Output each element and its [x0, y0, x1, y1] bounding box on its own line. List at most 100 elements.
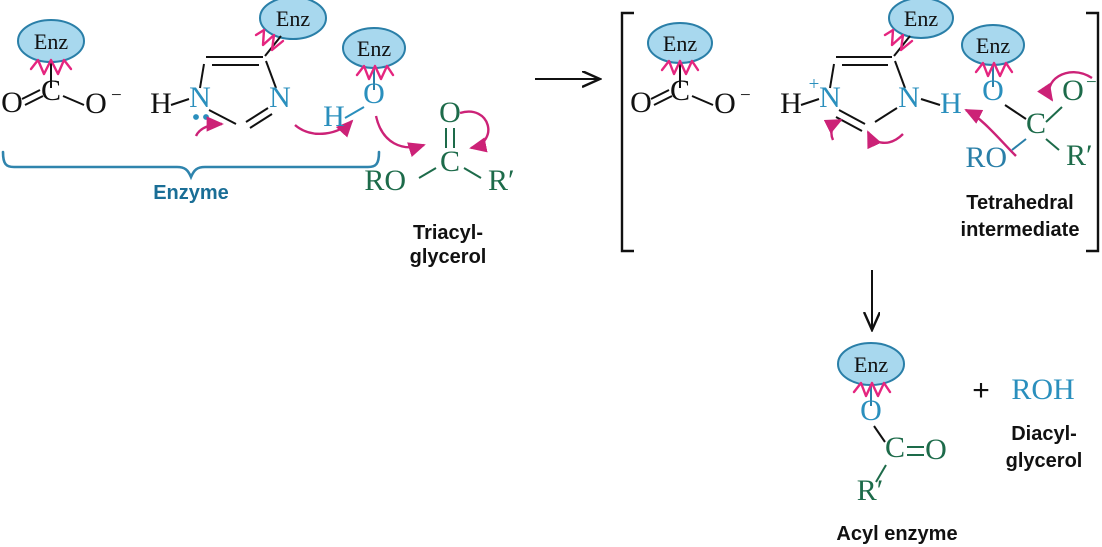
lone-pair-dot-right — [203, 114, 209, 120]
acyl-r-prime: R′ — [857, 474, 884, 507]
product-acyl-enzyme-group: Enz O C O R′ — [837, 342, 947, 507]
substrate-ro-group: RO — [364, 164, 406, 197]
tetrahedral-intermediate-label-line2: intermediate — [961, 219, 1080, 241]
histidine-transferred-hydrogen: H — [940, 87, 962, 120]
tetrahedral-intermediate-label-line1: Tetrahedral — [966, 192, 1073, 214]
aspartate-double-oxygen: O — [630, 86, 652, 119]
serine-ester-oxygen: O — [982, 74, 1004, 107]
squiggle-icon — [254, 28, 285, 52]
ring-bond-c2-n1-b — [835, 116, 863, 132]
intermediate-histidine-group: Enz N + N H H — [780, 0, 962, 150]
ring-bond-c4-n3 — [894, 60, 906, 89]
enz-bubble-label: Enz — [663, 31, 697, 56]
roh-formula: ROH — [1011, 373, 1074, 406]
histidine-n1: N — [819, 81, 841, 114]
plus-sign: + — [972, 374, 990, 407]
histidine-nh-hydrogen: H — [780, 87, 802, 120]
enzyme-brace-group: Enzyme — [1, 150, 381, 204]
enz-bubble-label: Enz — [34, 29, 68, 54]
bracket-left — [620, 11, 634, 253]
bracket-right — [1086, 11, 1100, 253]
ring-bond-c4-n3 — [265, 60, 277, 89]
o-to-carbonyl-c-bond — [873, 425, 886, 443]
substrate-c-rprime-bond — [463, 167, 482, 179]
enz-bubble — [888, 0, 954, 39]
c-to-ro-bond — [1011, 138, 1027, 151]
curved-arrow-pi-to-oxygen — [459, 110, 490, 153]
curved-arrow-n3-to-serine-h — [294, 119, 354, 138]
aspartate-anionic-oxygen: O — [85, 87, 107, 120]
oxyanion-oxygen: O — [1062, 74, 1084, 107]
o-to-tetrahedral-c-bond — [1004, 104, 1027, 120]
enz-bubble — [259, 0, 327, 40]
enzyme-brace-label: Enzyme — [153, 182, 229, 204]
substrate-c-or-bond — [418, 167, 437, 179]
c-o-single-bond — [62, 95, 85, 106]
carbonyl-double-bond-a — [21, 89, 41, 100]
ring-bond-c2-n1-a — [838, 109, 866, 125]
o-h-bond — [344, 106, 365, 119]
squiggle-icon — [660, 59, 700, 76]
substrate-carbonyl-oxygen: O — [439, 96, 461, 129]
n1-h-bond — [170, 98, 190, 106]
reactant-triacylglycerol-group: O C RO R′ — [364, 96, 514, 197]
carbonyl-double-bond-a — [650, 89, 670, 100]
acyl-carbonyl-oxygen: O — [925, 433, 947, 466]
carbonyl-double-bond-b — [653, 95, 673, 106]
squiggle-icon — [852, 381, 892, 398]
curved-arrow-serine-o-to-carbonyl-c — [374, 115, 426, 157]
ring-bond-n3-c2-b — [249, 113, 273, 129]
intermediate-aspartate-group: Enz C O O − — [630, 22, 751, 120]
c-to-rprime-bond — [875, 464, 887, 483]
squiggle-icon — [29, 58, 73, 76]
acyl-ester-oxygen: O — [860, 394, 882, 427]
squiggle-icon — [355, 64, 395, 81]
ring-bond-c5-n1 — [829, 63, 835, 89]
carbonyl-double-bond-b — [24, 95, 44, 106]
ring-bond-n3-c2-a — [245, 107, 269, 123]
ring-bond-c2-n1 — [208, 109, 237, 125]
lone-pair-dot-left — [193, 114, 199, 120]
squiggle-icon — [883, 28, 914, 52]
reactant-aspartate-group: Enz C O O − — [1, 19, 122, 120]
diacylglycerol-label-line1: Diacyl- — [1011, 423, 1077, 445]
curved-arrow-ro-to-his-h — [964, 108, 1017, 157]
leaving-ro-group: RO — [965, 141, 1007, 174]
curved-arrow-n1-lonepair — [194, 116, 224, 137]
histidine-nh-hydrogen: H — [150, 87, 172, 120]
aspartate-carbon: C — [670, 74, 690, 107]
histidine-n3: N — [269, 81, 291, 114]
ring-bond-c5-n1 — [199, 63, 205, 89]
substrate-carbonyl-carbon: C — [440, 145, 460, 178]
aspartate-double-oxygen: O — [1, 86, 23, 119]
reactant-serine-group: Enz O H — [323, 27, 426, 157]
enz-bubble-label: Enz — [976, 33, 1010, 58]
histidine-n1: N — [189, 81, 211, 114]
aspartate-negative-charge: − — [740, 85, 751, 106]
acyl-enzyme-label: Acyl enzyme — [836, 523, 957, 545]
aspartate-anionic-oxygen: O — [714, 87, 736, 120]
enz-bubble-label: Enz — [357, 36, 391, 61]
serine-oxygen: O — [363, 77, 385, 110]
intermediate-tetrahedral-group: Enz O C O − R′ RO — [961, 24, 1097, 174]
reactant-histidine-group: Enz N N H — [150, 0, 354, 138]
substrate-r-prime-group: R′ — [488, 164, 515, 197]
acyl-carbonyl-carbon: C — [885, 431, 905, 464]
curved-arrow-oxyanion-reform-pi — [1037, 71, 1093, 102]
histidine-n3: N — [898, 81, 920, 114]
enz-bubble-label: Enz — [854, 352, 888, 377]
triacylglycerol-label-line2: glycerol — [410, 246, 487, 268]
enzyme-brace — [1, 150, 381, 181]
c-o-single-bond — [691, 95, 714, 106]
c-to-rprime-bond — [1045, 138, 1060, 151]
enz-bubble-label: Enz — [904, 6, 938, 31]
histidine-positive-charge: + — [809, 74, 820, 95]
aspartate-carbon: C — [41, 74, 61, 107]
curved-arrow-ring-to-n1 — [866, 130, 904, 150]
tetrahedral-carbon: C — [1026, 107, 1046, 140]
curved-arrow-n1h-collapse — [823, 118, 843, 141]
tetrahedral-r-prime: R′ — [1066, 139, 1093, 172]
enz-bubble-label: Enz — [276, 6, 310, 31]
